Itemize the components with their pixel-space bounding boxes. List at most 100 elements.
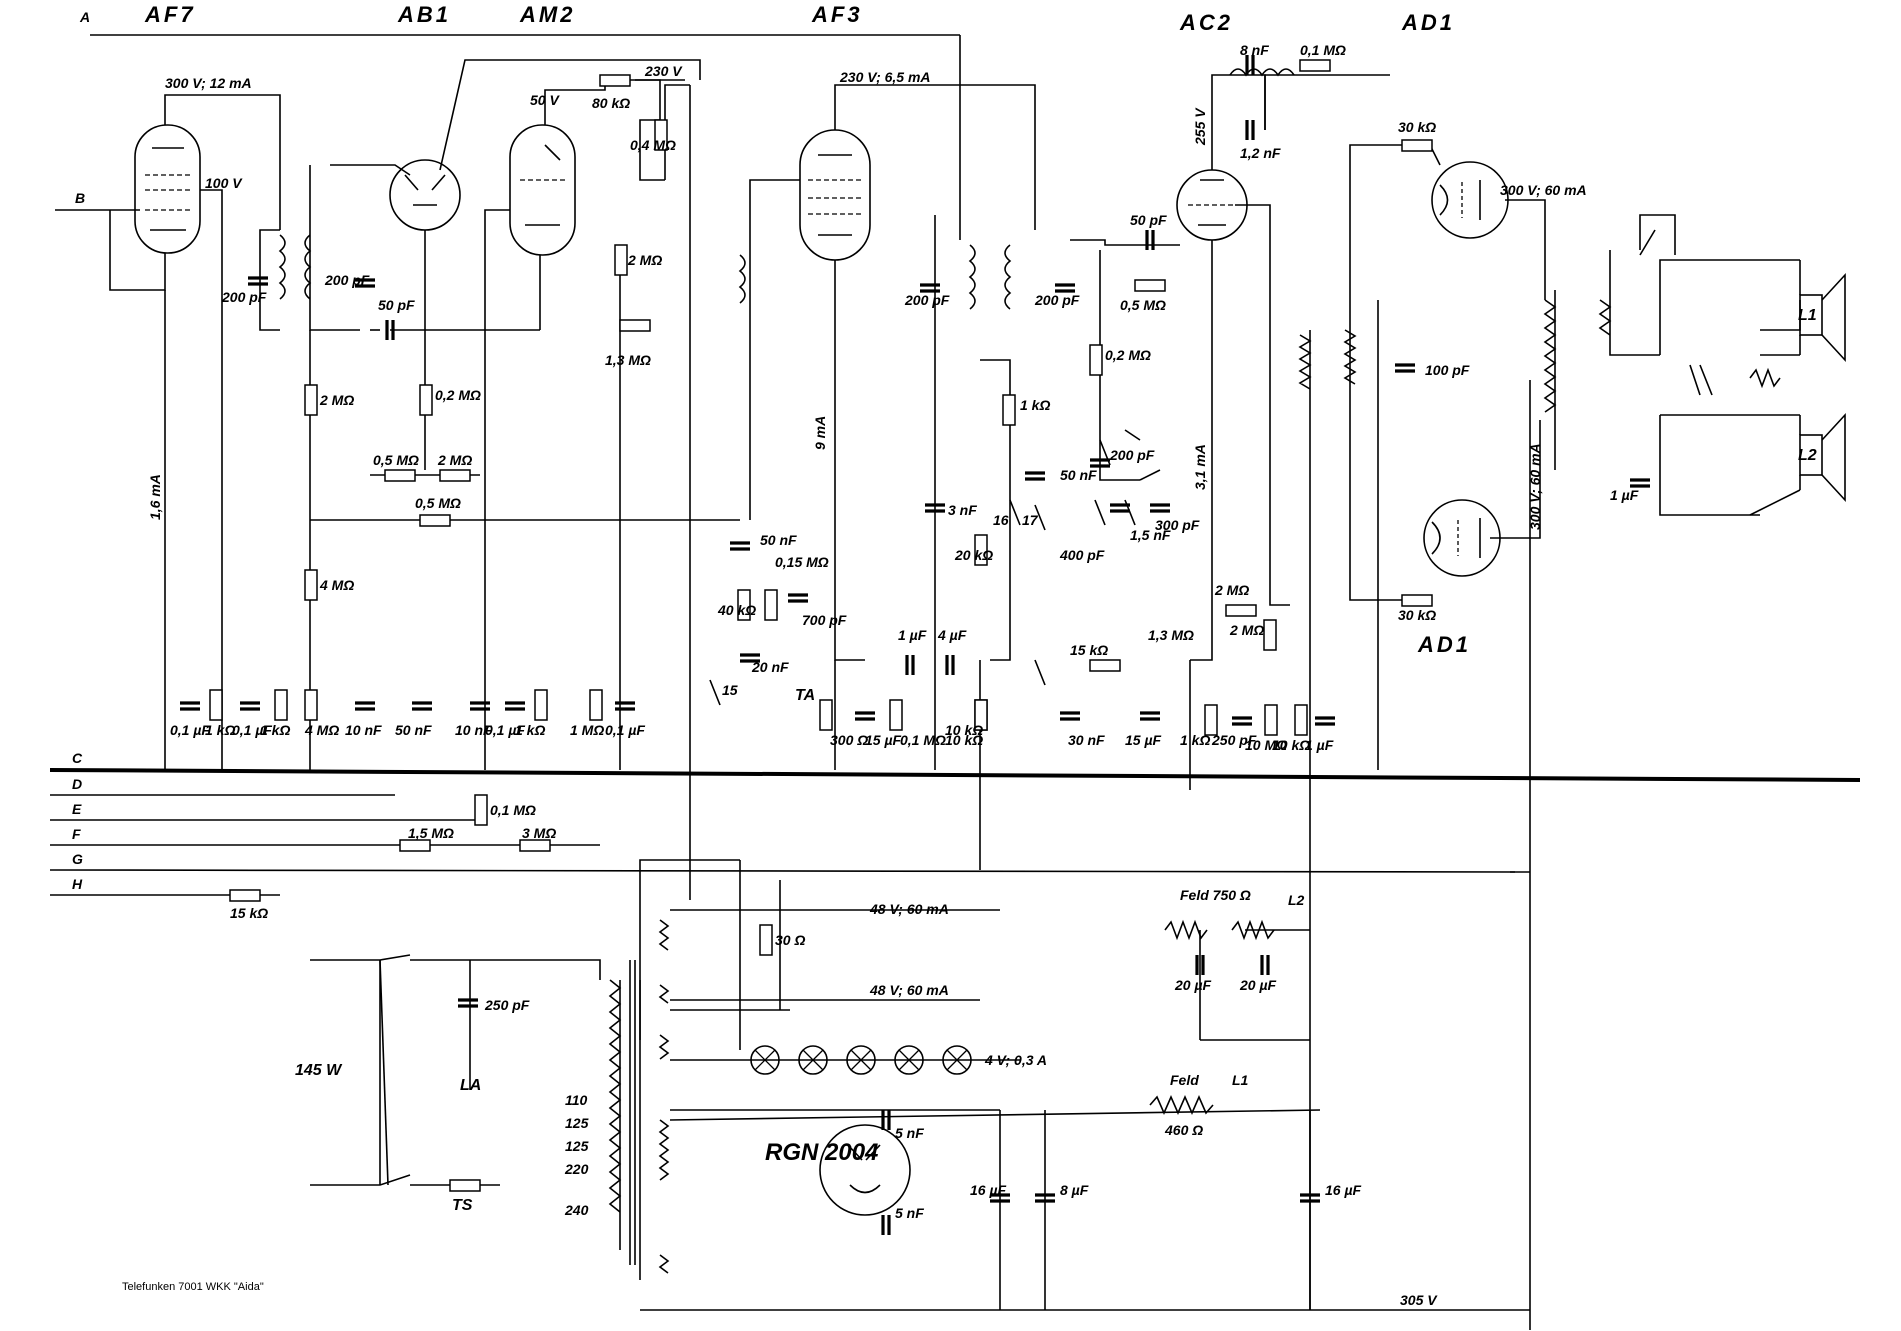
- label-r15m-f: 1,5 MΩ: [408, 825, 454, 841]
- mains-transformer-sec-1: [658, 919, 670, 951]
- label-af7-screen: 100 V: [205, 175, 243, 191]
- resistor: [974, 699, 988, 731]
- mains-transformer-primary: [608, 979, 622, 1213]
- label-c50nf: 50 nF: [760, 532, 797, 548]
- label-r1k-af3: 1 kΩ: [1020, 397, 1050, 413]
- capacitor: [881, 1215, 891, 1235]
- inductors: [278, 68, 1781, 1274]
- capacitor: [920, 283, 940, 293]
- label-c16uf-a: 16 µF: [970, 1182, 1007, 1198]
- bus-lines: [49, 34, 1861, 896]
- label-r04m: 0,4 MΩ: [630, 137, 676, 153]
- label-ad1-anode: 300 V; 60 mA: [1500, 182, 1587, 198]
- switch-mw: [1034, 659, 1046, 686]
- switch-15a: [709, 679, 721, 706]
- label-tap-125a: 125: [565, 1115, 589, 1131]
- label-bottom: 1 µF: [1305, 737, 1334, 753]
- label-c200-af3a: 200 pF: [904, 292, 950, 308]
- tube-label-ad1-top: AD1: [1401, 10, 1455, 35]
- label-c8nf: 8 nF: [1240, 42, 1269, 58]
- capacitor: [1150, 503, 1170, 513]
- label-r05m-a: 0,5 MΩ: [373, 452, 419, 468]
- switch-16: [1009, 499, 1021, 526]
- capacitor: [1035, 1193, 1055, 1203]
- label-r80k: 80 kΩ: [592, 95, 630, 111]
- label-r10k-af3: 10 kΩ: [945, 722, 983, 738]
- label-bottom: 300 Ω: [830, 732, 868, 748]
- label-r40k: 40 kΩ: [717, 602, 756, 618]
- capacitor: [1060, 711, 1080, 721]
- label-r05m-ac2: 0,5 MΩ: [1120, 297, 1166, 313]
- output-transformer-secondary: [1598, 299, 1612, 336]
- label-tap-240: 240: [564, 1202, 589, 1218]
- tube-ab1-envelope: [389, 159, 461, 231]
- resistors: [209, 59, 1433, 1192]
- label-bottom: 0,1 µF: [232, 722, 272, 738]
- resistor: [304, 569, 318, 601]
- resistor: [209, 689, 223, 721]
- tube-label-ac2: AC2: [1179, 10, 1233, 35]
- label-tap-110: 110: [565, 1092, 588, 1108]
- label-c1uf-spk: 1 µF: [1610, 487, 1639, 503]
- label-r01m-e: 0,1 MΩ: [490, 802, 536, 818]
- tube-rgn2004-anode-b: [865, 1144, 881, 1161]
- bus-label-g: G: [72, 851, 83, 867]
- label-c200-left: 200 pF: [221, 289, 267, 305]
- bus-label-e: E: [72, 801, 82, 817]
- bus-line-c: [49, 768, 1861, 782]
- label-af7-anode: 300 V; 12 mA: [165, 75, 252, 91]
- speaker-resistor-zigzag: [1749, 367, 1781, 389]
- tube-af7-envelope: [134, 124, 201, 254]
- label-ac2-current: 3,1 mA: [1192, 444, 1208, 490]
- label-r05m-b: 0,5 MΩ: [415, 495, 461, 511]
- label-winding2: 48 V; 60 mA: [869, 982, 949, 998]
- resistor: [1294, 704, 1308, 736]
- label-lamps: 4 V; 0,3 A: [984, 1052, 1047, 1068]
- resistor: [1401, 139, 1433, 152]
- interstage-secondary: [1343, 329, 1357, 385]
- label-r15k-h: 15 kΩ: [230, 905, 268, 921]
- label-bottom: 10 MΩ: [1245, 737, 1287, 753]
- tube-ad1-bottom: [1423, 499, 1501, 577]
- label-r3m-f: 3 MΩ: [522, 825, 556, 841]
- label-bottom: 15 µF: [865, 732, 902, 748]
- capacitor: [1315, 716, 1335, 726]
- resistor: [1225, 604, 1257, 617]
- tube-label-af7: AF7: [144, 2, 196, 27]
- label-ac2-anode: 255 V: [1192, 107, 1208, 146]
- resistor: [384, 469, 416, 482]
- tube-label-ad1-bottom: AD1: [1417, 632, 1471, 657]
- label-am2-anode: 50 V: [530, 92, 560, 108]
- dial-lamps: [750, 1045, 972, 1075]
- label-c300: 300 pF: [1155, 517, 1200, 533]
- dial-lamp: [750, 1045, 780, 1075]
- label-c15nf: 1,5 nF: [1130, 527, 1171, 543]
- resistor: [1401, 594, 1433, 607]
- label-r02m-ac2: 0,2 MΩ: [1105, 347, 1151, 363]
- label-r015m: 0,15 MΩ: [775, 554, 829, 570]
- resistor: [419, 384, 433, 416]
- label-bottom: 1 kΩ: [1180, 732, 1210, 748]
- resistor: [304, 384, 318, 416]
- label-r2m-b: 2 MΩ: [437, 452, 472, 468]
- label-c50pf-af3: 50 nF: [1060, 467, 1097, 483]
- resistor: [599, 74, 631, 87]
- label-r30k-bottom: 30 kΩ: [1398, 607, 1436, 623]
- capacitor: [945, 655, 955, 675]
- tube-af3-envelope: [799, 129, 871, 261]
- mains-transformer-sec-2: [658, 984, 670, 1004]
- label-feld-l2: Feld 750 Ω: [1180, 887, 1251, 903]
- resistor: [1204, 704, 1218, 736]
- capacitor: [1145, 230, 1155, 250]
- label-l1: L1: [1798, 307, 1817, 324]
- bus-line-g: [49, 869, 1516, 873]
- tube-ad1-top-envelope: [1431, 161, 1509, 239]
- if-transformer-1: [278, 234, 286, 300]
- label-r2m-am2: 2 MΩ: [627, 252, 662, 268]
- resistor: [1263, 619, 1277, 651]
- capacitor: [1195, 955, 1205, 975]
- capacitor: [1140, 711, 1160, 721]
- resistor: [759, 924, 773, 956]
- label-sw17: 17: [1022, 512, 1039, 528]
- resistor: [419, 514, 451, 527]
